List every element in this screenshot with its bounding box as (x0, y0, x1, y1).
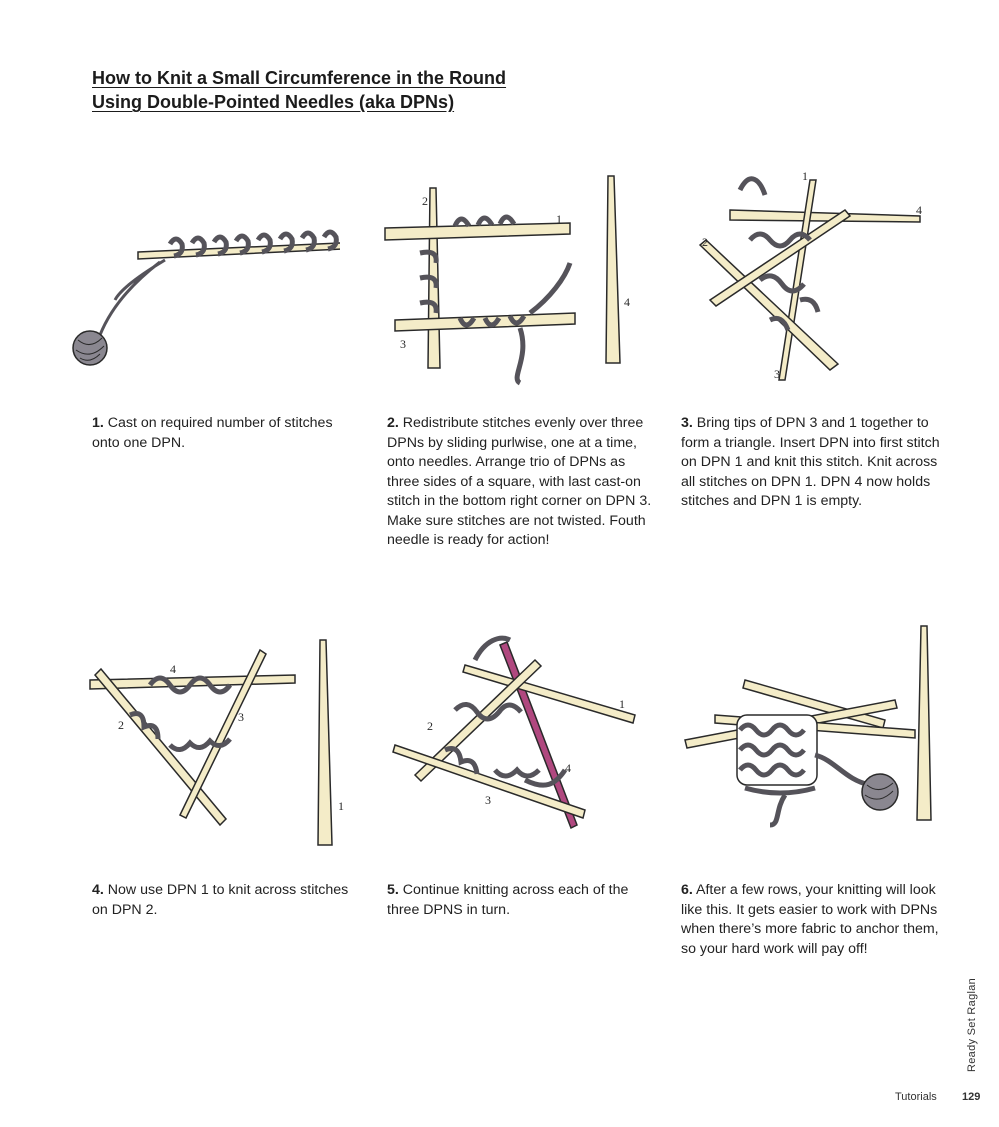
step-4-illustration: 4 2 3 1 (80, 625, 350, 865)
step-1-illustration (70, 160, 340, 400)
title-line-1: How to Knit a Small Circumference in the… (92, 68, 507, 88)
title-line-2: Using Double-Pointed Needles (aka DPNs) (92, 92, 455, 112)
needle-label-1: 1 (556, 212, 562, 226)
needle-label-3: 3 (485, 793, 491, 807)
needle-label-4: 4 (624, 295, 630, 309)
step-3-illustration: 1 4 2 3 (680, 150, 950, 390)
needle-label-3: 3 (774, 367, 780, 381)
step-4-caption: 4. Now use DPN 1 to knit across stitches… (92, 881, 357, 920)
step-2-illustration: 2 1 3 4 (380, 168, 650, 408)
step-2-caption: 2. Redistribute stitches evenly over thr… (387, 414, 652, 551)
step-number: 5. (387, 882, 399, 898)
running-title: Ready Set Raglan (966, 977, 978, 1072)
page-number: 129 (962, 1091, 981, 1103)
needle-label-1: 1 (802, 169, 808, 183)
needle-label-3: 3 (400, 337, 406, 351)
step-text: Redistribute stitches evenly over three … (387, 415, 652, 548)
step-3-caption: 3. Bring tips of DPN 3 and 1 together to… (681, 414, 946, 512)
needle-label-4: 4 (565, 761, 571, 775)
needle-label-3: 3 (238, 710, 244, 724)
needle-label-2: 2 (422, 194, 428, 208)
step-6-caption: 6. After a few rows, your knitting will … (681, 881, 946, 959)
step-number: 1. (92, 415, 104, 431)
needle-label-2: 2 (118, 718, 124, 732)
needle-label-2: 2 (427, 719, 433, 733)
step-number: 6. (681, 882, 693, 898)
needle-label-1: 1 (619, 697, 625, 711)
step-6-illustration (675, 620, 945, 860)
step-text: Bring tips of DPN 3 and 1 together to fo… (681, 415, 940, 509)
needle-label-4: 4 (170, 662, 176, 676)
step-text: Now use DPN 1 to knit across stitches on… (92, 882, 349, 918)
step-text: Cast on required number of stitches onto… (92, 415, 333, 451)
step-number: 3. (681, 415, 693, 431)
step-1-caption: 1. Cast on required number of stitches o… (92, 414, 357, 453)
needle-label-2: 2 (702, 235, 708, 249)
needle-label-1: 1 (338, 799, 344, 813)
needle-label-4: 4 (916, 203, 922, 217)
page-title: How to Knit a Small Circumference in the… (92, 66, 652, 114)
step-5-caption: 5. Continue knitting across each of the … (387, 881, 652, 920)
step-number: 4. (92, 882, 104, 898)
step-text: After a few rows, your knitting will loo… (681, 882, 939, 957)
step-number: 2. (387, 415, 399, 431)
step-5-illustration: 1 2 4 3 (385, 620, 655, 860)
step-text: Continue knitting across each of the thr… (387, 882, 629, 918)
footer-section: Tutorials (895, 1091, 937, 1103)
